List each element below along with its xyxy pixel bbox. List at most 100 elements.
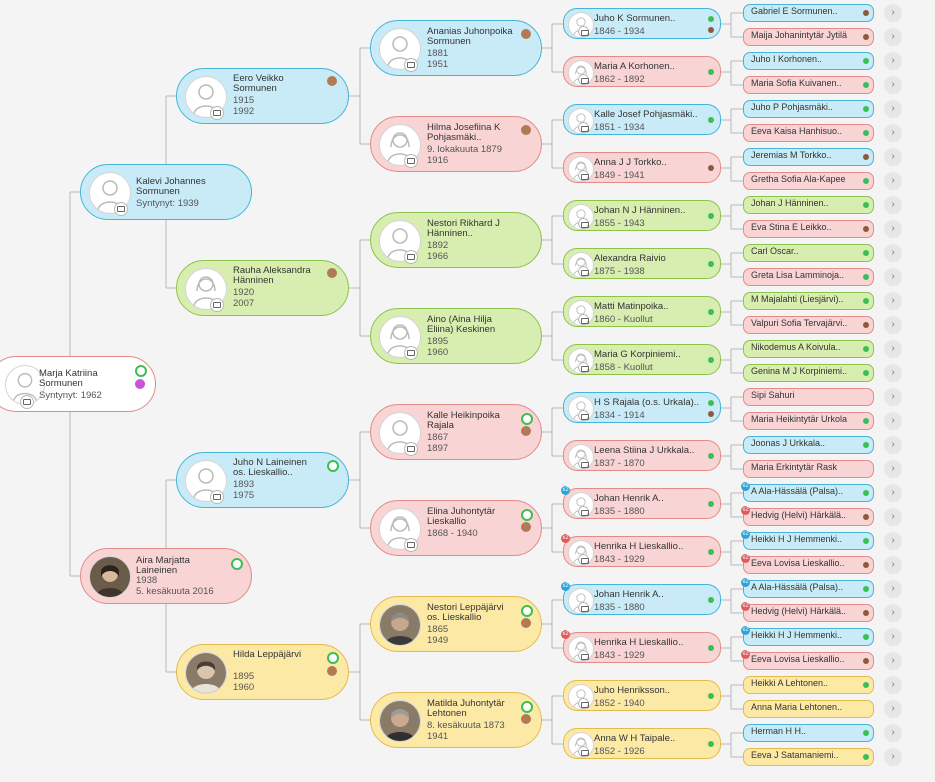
camera-icon[interactable] (578, 362, 589, 373)
root-person-card[interactable]: Marja Katriina Sormunen Syntynyt: 1962 (0, 356, 156, 412)
person-card-gen5[interactable]: Maria Heikintytär Urkola (743, 412, 874, 430)
camera-icon[interactable] (578, 122, 589, 133)
person-card-gen5[interactable]: Eeva J Satamaniemi.. (743, 748, 874, 766)
chevron-right-icon[interactable]: › (884, 532, 902, 550)
camera-icon[interactable] (578, 554, 589, 565)
camera-icon[interactable] (578, 698, 589, 709)
record-icon[interactable] (863, 658, 869, 664)
person-card-gen5[interactable]: Joonas J Urkkala.. (743, 436, 874, 454)
person-card-gen5[interactable]: Johan J Hänninen.. (743, 196, 874, 214)
person-card-gen4[interactable]: Johan Henrik A..1835 - 1880 (563, 584, 721, 615)
camera-icon[interactable] (404, 346, 418, 360)
record-icon[interactable] (135, 365, 147, 377)
person-card-gen5[interactable]: Hedvig (Helvi) Härkälä.. (743, 604, 874, 622)
person-card-gen5[interactable]: Eeva Lovisa Lieskallio.. (743, 652, 874, 670)
camera-icon[interactable] (578, 26, 589, 37)
record-icon[interactable] (708, 16, 714, 22)
person-card-gen4[interactable]: Johan N J Hänninen..1855 - 1943 (563, 200, 721, 231)
person-card-gen5[interactable]: Heikki A Lehtonen.. (743, 676, 874, 694)
person-card-gen5[interactable]: Eva Stina E Leikko.. (743, 220, 874, 238)
person-card-gen4[interactable]: Maria G Korpiniemi..1858 - Kuollut (563, 344, 721, 375)
person-card-gen5[interactable]: Genina M J Korpiniemi.. (743, 364, 874, 382)
record-icon[interactable] (327, 652, 339, 664)
person-card-gen5[interactable]: Herman H H.. (743, 724, 874, 742)
chevron-right-icon[interactable]: › (884, 460, 902, 478)
relationship-badge-icon[interactable]: x2 (741, 626, 750, 635)
person-card-gen5[interactable]: Maija Johanintytär Jytilä (743, 28, 874, 46)
chevron-right-icon[interactable]: › (884, 28, 902, 46)
record-icon[interactable] (708, 411, 714, 417)
record-icon[interactable] (327, 268, 337, 278)
record-icon[interactable] (863, 226, 869, 232)
person-card-gen4[interactable]: Matti Matinpoika..1860 - Kuollut (563, 296, 721, 327)
record-icon[interactable] (863, 274, 869, 280)
camera-icon[interactable] (404, 442, 418, 456)
camera-icon[interactable] (404, 538, 418, 552)
record-icon[interactable] (708, 357, 714, 363)
person-card-gen5[interactable]: Eeva Kaisa Hanhisuo.. (743, 124, 874, 142)
person-card-gen5[interactable]: Sipi Sahuri (743, 388, 874, 406)
camera-icon[interactable] (578, 410, 589, 421)
record-icon[interactable] (708, 453, 714, 459)
chevron-right-icon[interactable]: › (884, 292, 902, 310)
relationship-badge-icon[interactable]: x2 (741, 602, 750, 611)
camera-icon[interactable] (578, 746, 589, 757)
record-icon[interactable] (863, 298, 869, 304)
camera-icon[interactable] (210, 490, 224, 504)
record-icon[interactable] (521, 509, 533, 521)
chevron-right-icon[interactable]: › (884, 388, 902, 406)
record-icon[interactable] (708, 261, 714, 267)
record-icon[interactable] (521, 701, 533, 713)
record-icon[interactable] (708, 400, 714, 406)
record-icon[interactable] (708, 597, 714, 603)
chevron-right-icon[interactable]: › (884, 268, 902, 286)
chevron-right-icon[interactable]: › (884, 76, 902, 94)
person-card-gen5[interactable]: Greta Lisa Lamminoja.. (743, 268, 874, 286)
chevron-right-icon[interactable]: › (884, 100, 902, 118)
person-card-gen5[interactable]: Juho P Pohjasmäki.. (743, 100, 874, 118)
record-icon[interactable] (863, 370, 869, 376)
record-icon[interactable] (863, 634, 869, 640)
record-icon[interactable] (708, 501, 714, 507)
relationship-badge-icon[interactable]: x2 (741, 578, 750, 587)
record-icon[interactable] (327, 666, 337, 676)
person-card-gen4[interactable]: Juho Henriksson..1852 - 1940 (563, 680, 721, 711)
chevron-right-icon[interactable]: › (884, 436, 902, 454)
chevron-right-icon[interactable]: › (884, 148, 902, 166)
record-icon[interactable] (863, 562, 869, 568)
person-card-gen4[interactable]: Anna J J Torkko..1849 - 1941 (563, 152, 721, 183)
camera-icon[interactable] (578, 170, 589, 181)
record-icon[interactable] (708, 69, 714, 75)
record-icon[interactable] (708, 213, 714, 219)
record-icon[interactable] (327, 76, 337, 86)
record-icon[interactable] (863, 610, 869, 616)
record-icon[interactable] (863, 514, 869, 520)
record-icon[interactable] (521, 618, 531, 628)
person-card-gen5[interactable]: Heikki H J Hemmenki.. (743, 628, 874, 646)
chevron-right-icon[interactable]: › (884, 556, 902, 574)
record-icon[interactable] (863, 202, 869, 208)
person-card-gen5[interactable]: Anna Maria Lehtonen.. (743, 700, 874, 718)
record-icon[interactable] (521, 426, 531, 436)
camera-icon[interactable] (578, 650, 589, 661)
person-card-gen5[interactable]: Hedvig (Helvi) Härkälä.. (743, 508, 874, 526)
record-icon[interactable] (521, 29, 531, 39)
chevron-right-icon[interactable]: › (884, 628, 902, 646)
person-card-gen4[interactable]: Henrika H Lieskallio..1843 - 1929 (563, 632, 721, 663)
relationship-badge-icon[interactable]: x2 (561, 486, 570, 495)
person-card-gen5[interactable]: Maria Sofia Kuivanen.. (743, 76, 874, 94)
person-card-gen4[interactable]: Leena Stiina J Urkkala..1837 - 1870 (563, 440, 721, 471)
relationship-badge-icon[interactable]: x2 (561, 582, 570, 591)
camera-icon[interactable] (210, 106, 224, 120)
chevron-right-icon[interactable]: › (884, 172, 902, 190)
record-icon[interactable] (521, 714, 531, 724)
camera-icon[interactable] (404, 250, 418, 264)
record-icon[interactable] (863, 130, 869, 136)
chevron-right-icon[interactable]: › (884, 724, 902, 742)
